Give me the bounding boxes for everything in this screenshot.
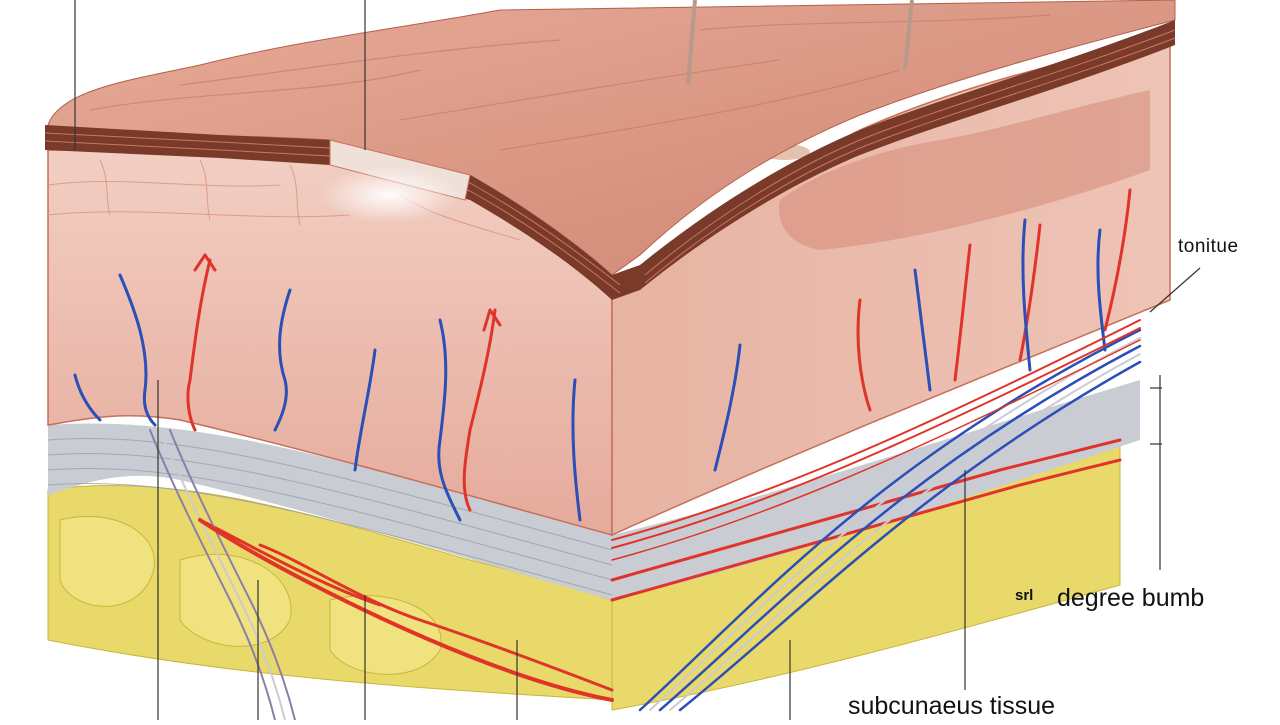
deep-bundle-front bbox=[149, 429, 614, 721]
epidermis-band-side bbox=[640, 20, 1175, 290]
veins-front bbox=[73, 273, 582, 522]
right-layer-label: tonitue bbox=[1178, 236, 1239, 257]
arteries-front bbox=[186, 253, 614, 692]
arteries-side bbox=[610, 188, 1132, 602]
label-leader-lines bbox=[74, 0, 1201, 720]
fascia-band-side bbox=[612, 380, 1140, 600]
degree-marker-label: srl bbox=[1015, 587, 1034, 604]
nerve-vessel-bundle-side bbox=[611, 319, 1142, 712]
fascia-band-front bbox=[48, 423, 612, 600]
degree-burn-label: degree bumb bbox=[1057, 584, 1205, 612]
subcutaneous-tissue-label: subcunaeus tissue bbox=[848, 692, 1056, 720]
